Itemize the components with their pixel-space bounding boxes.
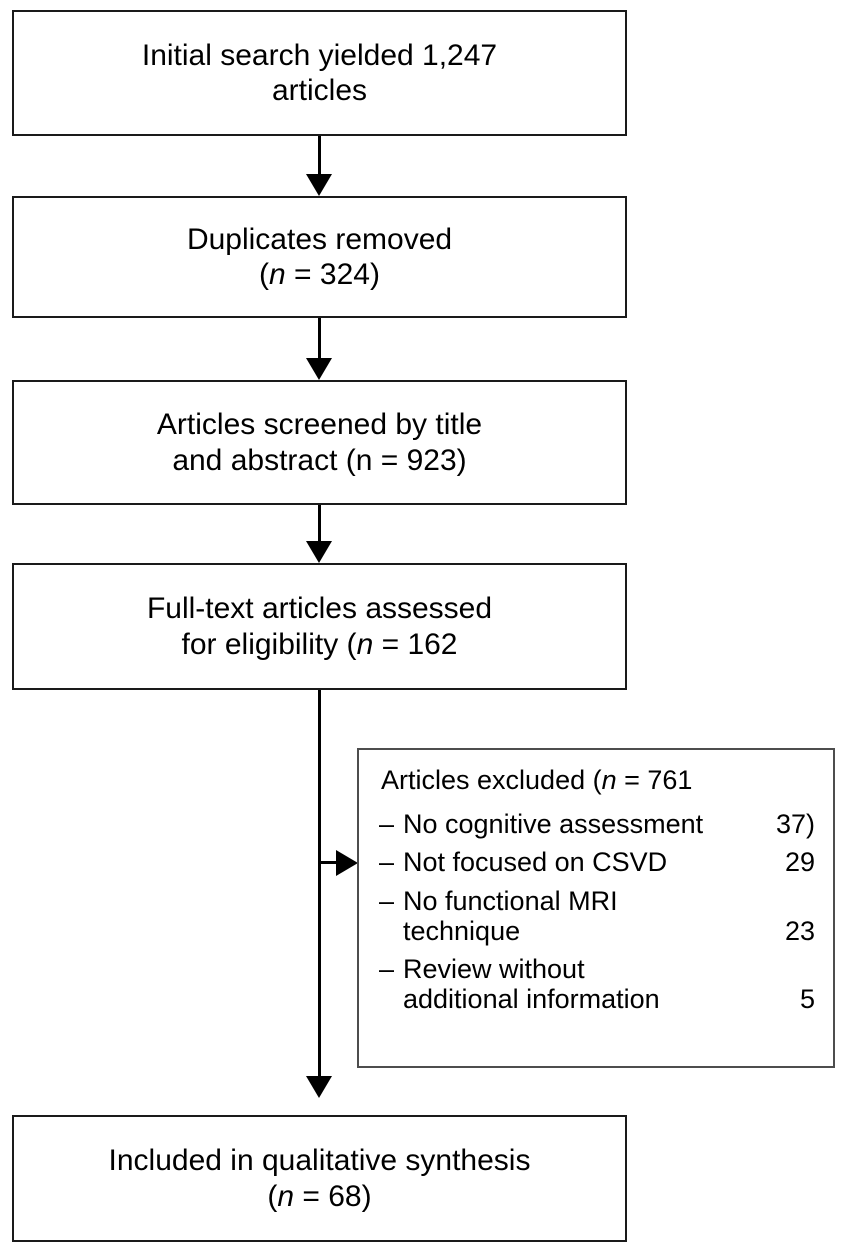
n-value: = 162: [373, 627, 458, 661]
dash-icon: –: [379, 954, 395, 985]
exclusion-reason-line2: additional information: [403, 984, 660, 1015]
node-fulltext-line1: Full-text articles assessed: [146, 592, 493, 626]
exclusion-reason-label: No cognitive assessment: [403, 808, 769, 840]
exclusion-reason-count: 5: [799, 984, 815, 1015]
excluded-title-value: = 761: [616, 765, 693, 795]
node-initial-search: Initial search yielded 1,247 articles: [12, 10, 627, 136]
connector-line-trunk: [318, 690, 321, 1080]
node-articles-screened-line2: and abstract (n = 923): [172, 443, 467, 477]
eligibility-prefix: for eligibility (: [181, 627, 357, 661]
excluded-title: Articles excluded (n = 761: [381, 765, 815, 796]
exclusion-reason-count: 37): [775, 808, 815, 839]
exclusion-reason-line1: No functional MRI: [403, 886, 618, 917]
dash-icon: –: [379, 847, 395, 878]
n-variable: n: [277, 1179, 295, 1213]
node-articles-screened: Articles screened by title and abstract …: [12, 380, 627, 505]
excluded-title-prefix: Articles excluded (: [381, 765, 602, 795]
node-included-line2: (n = 68): [267, 1179, 371, 1214]
n-value: = 68): [294, 1179, 372, 1213]
exclusion-reason-line2: technique: [403, 915, 521, 946]
arrowhead-right-1: [336, 850, 358, 876]
connector-line-1: [318, 136, 321, 180]
list-item: – Not focused on CSVD 29: [379, 848, 815, 878]
exclusion-reason-list: – No cognitive assessment 37) – Not focu…: [379, 808, 815, 1015]
node-included-line1: Included in qualitative synthesis: [108, 1144, 531, 1178]
exclusion-reason-line1: No cognitive assessment: [403, 808, 704, 839]
node-articles-excluded: Articles excluded (n = 761 – No cognitiv…: [357, 748, 835, 1068]
node-included-synthesis: Included in qualitative synthesis (n = 6…: [12, 1115, 627, 1242]
paren-open: (: [259, 258, 270, 291]
node-initial-search-line2: articles: [271, 74, 368, 107]
arrowhead-down-1: [306, 174, 332, 196]
n-value: = 324): [285, 258, 380, 291]
node-fulltext-line2: for eligibility (n = 162: [182, 627, 458, 662]
connector-line-2: [318, 318, 321, 362]
arrowhead-down-2: [306, 358, 332, 380]
node-articles-screened-line1: Articles screened by title: [156, 408, 483, 442]
connector-line-3: [318, 505, 321, 547]
node-fulltext-assessed: Full-text articles assessed for eligibil…: [12, 563, 627, 690]
exclusion-reason-label: Not focused on CSVD: [403, 848, 769, 878]
connector-line-branch: [318, 861, 340, 864]
exclusion-reason-count: 23: [784, 915, 815, 946]
n-variable: n: [601, 765, 617, 795]
list-item: – No cognitive assessment 37): [379, 808, 815, 840]
n-variable: n: [269, 258, 286, 291]
node-duplicates-removed: Duplicates removed (n = 324): [12, 196, 627, 318]
dash-icon: –: [379, 886, 395, 917]
paren-open: (: [267, 1179, 278, 1213]
arrowhead-down-4: [306, 1076, 332, 1098]
exclusion-reason-count: 29: [784, 847, 815, 878]
exclusion-reason-line1: Not focused on CSVD: [403, 847, 668, 878]
node-duplicates-line1: Duplicates removed: [186, 222, 453, 256]
node-duplicates-line2: (n = 324): [259, 257, 380, 292]
node-initial-search-line1: Initial search yielded 1,247: [141, 38, 498, 72]
exclusion-reason-line1: Review without: [403, 954, 585, 985]
dash-icon: –: [379, 808, 395, 839]
n-variable: n: [356, 627, 374, 661]
arrowhead-down-3: [306, 541, 332, 563]
